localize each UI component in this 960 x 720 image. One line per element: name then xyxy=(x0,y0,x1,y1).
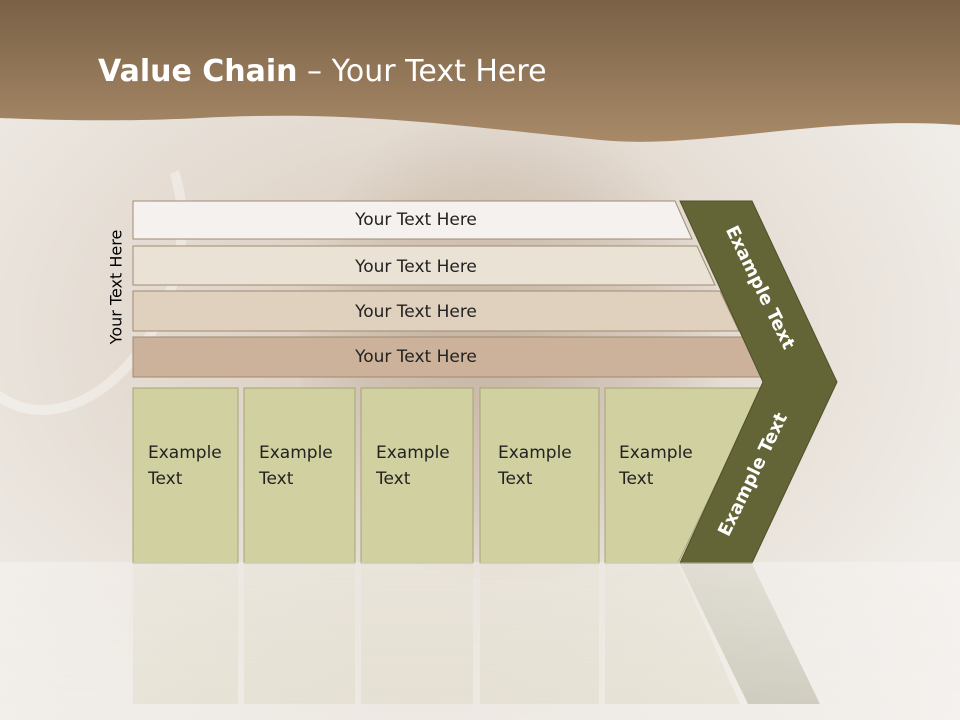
header-band xyxy=(0,0,960,142)
box-3-line1: Example xyxy=(376,443,450,463)
bar-3-label: Your Text Here xyxy=(354,302,477,322)
box-2 xyxy=(243,387,356,564)
box-1-text: Example Text xyxy=(148,440,222,492)
box-2-text: Example Text xyxy=(259,440,333,492)
bar-1-label: Your Text Here xyxy=(354,210,477,230)
box-4-line1: Example xyxy=(498,443,572,463)
diagram-reflection xyxy=(0,562,960,720)
box-3 xyxy=(360,387,474,564)
box-1 xyxy=(132,387,239,564)
bar-2-label: Your Text Here xyxy=(354,257,477,277)
box-1-line1: Example xyxy=(148,443,222,463)
box-3-line2: Text xyxy=(376,469,411,489)
box-4-text: Example Text xyxy=(498,440,572,492)
bar-4-label: Your Text Here xyxy=(354,347,477,367)
box-3-text: Example Text xyxy=(376,440,450,492)
bar-3 xyxy=(132,290,740,332)
box-2-line2: Text xyxy=(259,469,294,489)
title-bold: Value Chain xyxy=(98,54,298,89)
box-4-line2: Text xyxy=(498,469,533,489)
slide-title: Value Chain – Your Text Here xyxy=(98,54,547,89)
box-2-line1: Example xyxy=(259,443,333,463)
bar-2 xyxy=(132,245,716,286)
box-5-text: Example Text xyxy=(619,440,693,492)
box-4 xyxy=(479,387,600,564)
box-5-line2: Text xyxy=(619,469,654,489)
box-1-line2: Text xyxy=(148,469,183,489)
bar-1 xyxy=(132,200,693,240)
box-5-line1: Example xyxy=(619,443,693,463)
title-rest: – Your Text Here xyxy=(297,54,547,89)
